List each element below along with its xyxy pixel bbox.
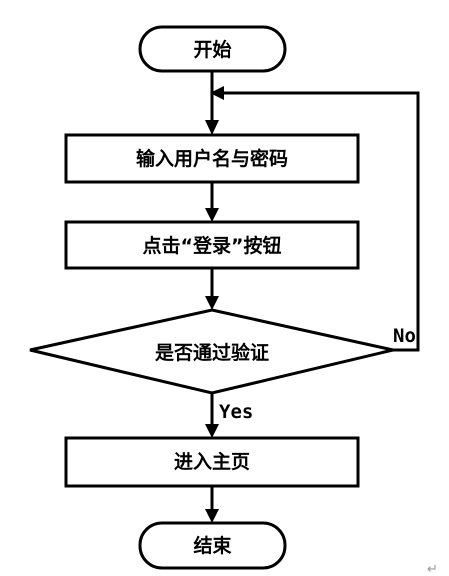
arrowhead-end (205, 509, 219, 523)
no-branch-label: No (393, 325, 416, 347)
enter-home-label: 进入主页 (174, 451, 250, 473)
input-credentials-label: 输入用户名与密码 (136, 147, 288, 170)
yes-branch-label: Yes (219, 401, 253, 423)
click-login-label: 点击“登录”按钮 (143, 234, 282, 257)
arrowhead-decision (205, 296, 219, 310)
arrowhead-home (205, 424, 219, 438)
input-credentials-shape (64, 133, 360, 184)
arrowhead-click (205, 208, 219, 222)
start-node: 开始 (138, 25, 287, 73)
connector-no-loop (222, 91, 420, 352)
end-node-shape (138, 521, 287, 570)
click-login-node: 点击“登录”按钮 (64, 220, 360, 270)
enter-home-shape (64, 436, 360, 488)
paragraph-mark-icon: ↵ (427, 562, 438, 576)
end-node: 结束 (138, 521, 287, 570)
verification-decision-node: 是否通过验证 (29, 308, 394, 395)
arrowhead-no-loop (210, 86, 224, 100)
input-credentials-node: 输入用户名与密码 (64, 133, 360, 184)
end-node-label: 结束 (193, 534, 232, 557)
arrowhead-input (205, 120, 219, 135)
start-node-label: 开始 (193, 38, 231, 61)
verification-decision-label: 是否通过验证 (155, 341, 269, 364)
enter-home-node: 进入主页 (64, 436, 360, 488)
